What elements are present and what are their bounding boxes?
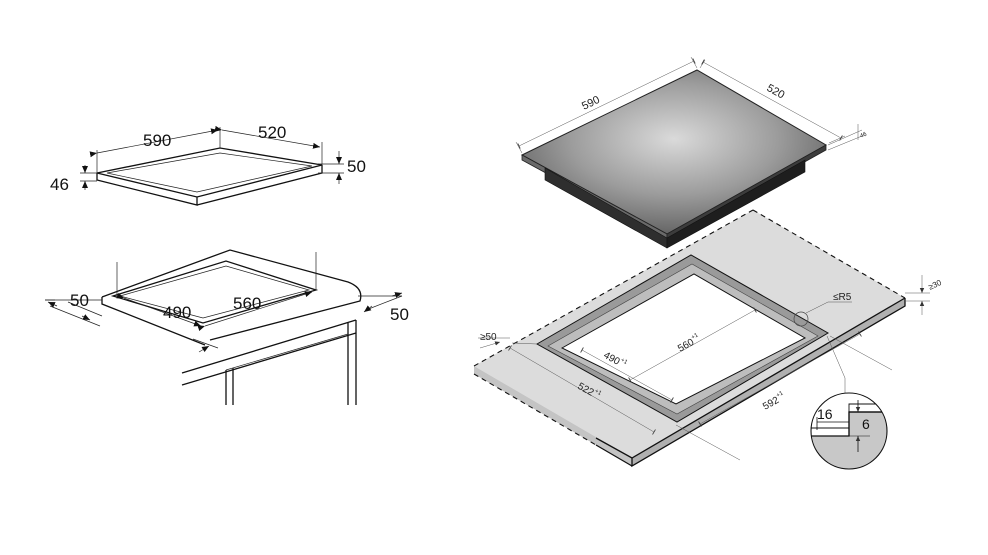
right-dim-recess-width-label: 592 +1 [761, 390, 785, 412]
right-dim-corner-radius: ≤R5 [833, 292, 852, 303]
left-hob-outline [80, 125, 344, 206]
right-dim-recess-depth-sup: +1 [593, 388, 602, 397]
right-dim-recess-width-sup: +1 [776, 390, 785, 399]
detail-dim-depth: 6 [862, 416, 870, 432]
right-dim-width: 590 [580, 94, 602, 113]
left-counter-outline [45, 249, 403, 405]
left-dim-depth: 520 [258, 123, 286, 142]
left-dim-margin-right: 50 [390, 305, 409, 324]
right-dim-thickness: 46 [859, 131, 868, 140]
right-dim-cutout-width-sup: +1 [691, 332, 700, 341]
left-dim-cutout-width: 560 [233, 294, 261, 313]
detail-dim-width: 16 [817, 406, 833, 422]
left-dim-height-left: 46 [50, 175, 69, 194]
right-countertop [473, 209, 930, 468]
right-dim-front-min: ≥50 [480, 332, 497, 343]
right-hob [515, 56, 863, 249]
right-dim-cutout-depth-sup: +1 [619, 357, 628, 366]
left-dim-margin-left: 50 [70, 291, 89, 310]
left-dim-width: 590 [143, 131, 171, 150]
left-dim-cutout-depth: 490 [163, 303, 191, 322]
detail-circle [810, 392, 888, 470]
right-dim-counter-min: ≥30 [927, 278, 943, 292]
left-dim-height-right: 50 [347, 157, 366, 176]
right-dim-depth: 520 [765, 82, 787, 101]
